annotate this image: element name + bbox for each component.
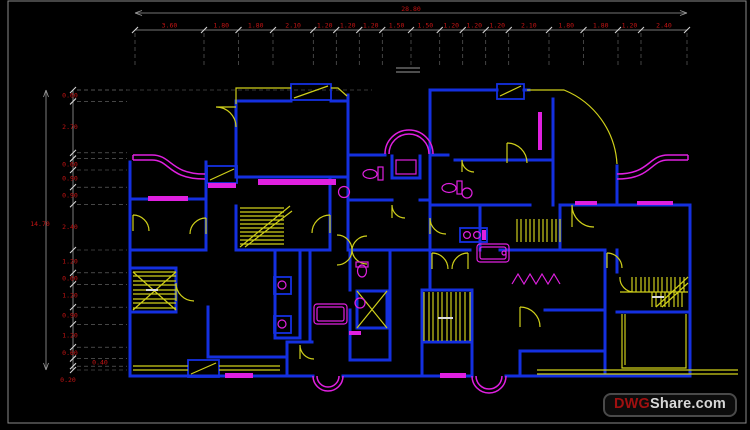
balcony-rails-layer <box>133 87 738 375</box>
svg-text:2.10: 2.10 <box>521 22 537 30</box>
balconies-layer <box>132 129 689 394</box>
watermark-badge: DWGShare.com <box>603 393 737 417</box>
svg-text:1.80: 1.80 <box>213 22 229 30</box>
svg-text:1.20: 1.20 <box>466 22 482 30</box>
doors-layer <box>132 106 623 360</box>
svg-text:0.60: 0.60 <box>62 275 78 283</box>
svg-text:0.60: 0.60 <box>62 160 78 168</box>
walls-layer <box>128 88 692 378</box>
svg-text:28.80: 28.80 <box>401 5 421 13</box>
svg-text:2.40: 2.40 <box>656 22 672 30</box>
svg-text:1.20: 1.20 <box>62 292 78 300</box>
svg-text:0.20: 0.20 <box>60 376 76 384</box>
break-symbol <box>77 67 420 91</box>
svg-text:1.20: 1.20 <box>622 22 638 30</box>
svg-text:3.60: 3.60 <box>162 22 178 30</box>
svg-text:1.50: 1.50 <box>418 22 434 30</box>
top-dimension-chain: 28.80 3.60 1.80 1.80 2.10 1.20 1.20 1.20 1.50 1.5… <box>131 5 691 68</box>
svg-text:0.40: 0.40 <box>92 358 108 366</box>
svg-text:1.20: 1.20 <box>317 22 333 30</box>
svg-text:1.20: 1.20 <box>489 22 505 30</box>
svg-text:14.70: 14.70 <box>30 220 50 228</box>
svg-text:0.90: 0.90 <box>62 192 78 200</box>
frame-border <box>7 0 747 424</box>
svg-text:2.10: 2.10 <box>285 22 301 30</box>
svg-text:0.60: 0.60 <box>62 92 78 100</box>
svg-text:1.20: 1.20 <box>62 257 78 265</box>
left-dimension-chain: 14.70 0.60 2.70 0.60 0.90 0.90 2.40 1.20 0.60 1.2… <box>30 86 127 384</box>
svg-text:1.80: 1.80 <box>593 22 609 30</box>
svg-text:1.80: 1.80 <box>248 22 264 30</box>
svg-text:0.60: 0.60 <box>62 349 78 357</box>
watermark-suffix: Share.com <box>650 396 726 412</box>
svg-text:0.90: 0.90 <box>62 175 78 183</box>
svg-text:1.20: 1.20 <box>62 332 78 340</box>
stairs-layer <box>132 205 689 341</box>
svg-text:1.20: 1.20 <box>363 22 379 30</box>
fixtures-layer <box>148 112 673 378</box>
svg-text:0.90: 0.90 <box>62 312 78 320</box>
svg-text:2.40: 2.40 <box>62 223 78 231</box>
svg-text:1.20: 1.20 <box>443 22 459 30</box>
svg-text:1.50: 1.50 <box>389 22 405 30</box>
watermark-brand: DWG <box>614 396 651 412</box>
svg-text:1.20: 1.20 <box>340 22 356 30</box>
svg-text:1.80: 1.80 <box>558 22 574 30</box>
svg-text:2.70: 2.70 <box>62 123 78 131</box>
